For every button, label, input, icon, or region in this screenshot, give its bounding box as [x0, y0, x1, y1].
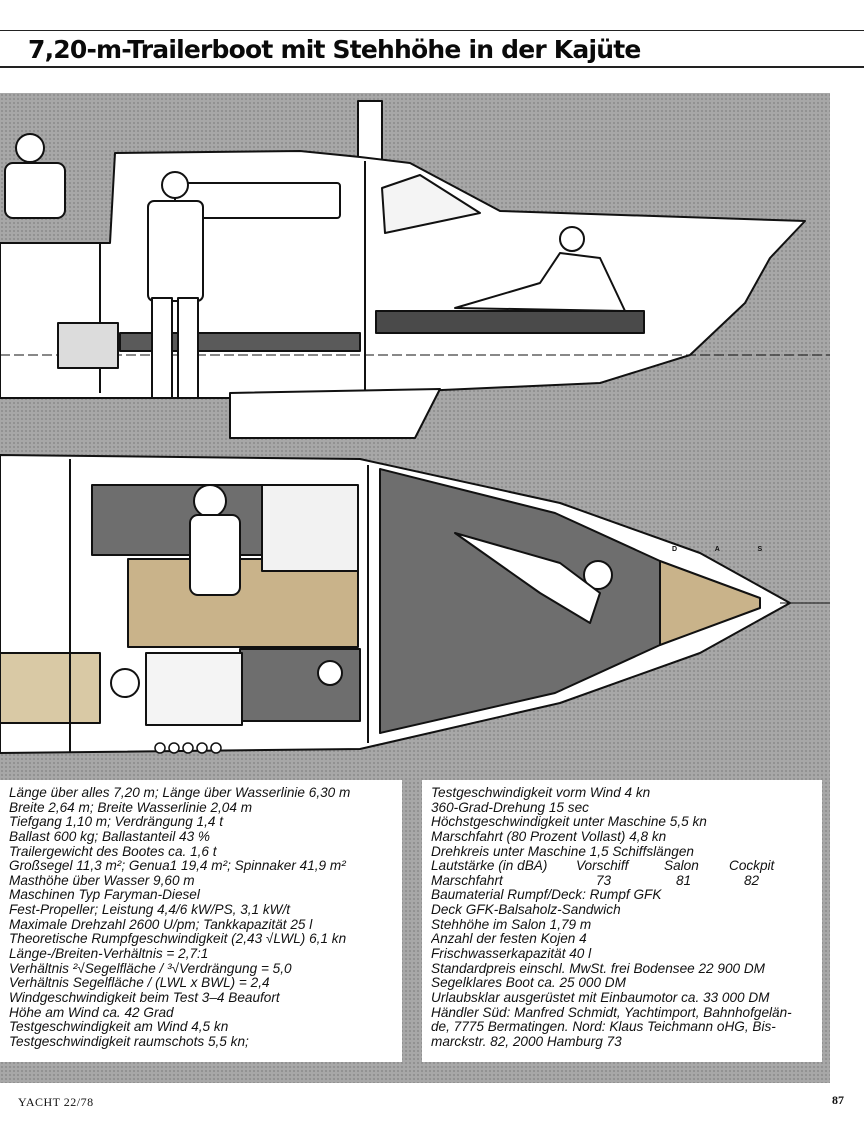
- spec-line: Großsegel 11,3 m²; Genua1 19,4 m²; Spinn…: [9, 859, 346, 874]
- noise-header-label: Lautstärke (in dBA): [431, 858, 548, 874]
- noise-value-salon: 81: [676, 872, 692, 888]
- spec-line: Höhe am Wind ca. 42 Grad: [9, 1005, 174, 1020]
- spec-line: Verhältnis Segelfläche / (LWL x BWL) = 2…: [9, 976, 270, 991]
- spec-line: de, 7775 Bermatingen. Nord: Klaus Teichm…: [431, 1020, 776, 1035]
- spec-line: Ballast 600 kg; Ballastanteil 43 %: [9, 829, 211, 844]
- noise-header-cockpit: Cockpit: [729, 858, 775, 874]
- page-title: 7,20-m-Trailerboot mit Stehhöhe in der K…: [28, 35, 641, 64]
- top-rule: [0, 30, 864, 31]
- spec-line: Baumaterial Rumpf/Deck: Rumpf GFK: [431, 888, 662, 903]
- page-number: 87: [832, 1093, 844, 1107]
- spec-line: Theoretische Rumpfgeschwindigkeit (2,43 …: [9, 932, 347, 947]
- spec-line: Segelklares Boot ca. 25 000 DM: [431, 976, 626, 991]
- spec-line: Masthöhe über Wasser 9,60 m: [9, 873, 195, 888]
- v-berth-cushion: [375, 310, 645, 334]
- spec-line: Stehhöhe im Salon 1,79 m: [431, 917, 592, 932]
- spec-line: Deck GFK-Balsaholz-Sandwich: [431, 903, 621, 918]
- noise-row-label: Marschfahrt: [431, 872, 503, 888]
- spec-line: Windgeschwindigkeit beim Test 3–4 Beaufo…: [9, 990, 280, 1005]
- spec-line: Fest-Propeller; Leistung 4,4/6 kW/PS, 3,…: [9, 903, 291, 918]
- spec-line: Marschfahrt (80 Prozent Vollast) 4,8 kn: [431, 829, 667, 844]
- stove-burners-icon: [154, 742, 222, 754]
- noise-header-vorschiff: Vorschiff: [576, 858, 629, 874]
- spec-line: Urlaubsklar ausgerüstet mit Einbaumotor …: [431, 990, 770, 1005]
- spec-line: Frischwasserkapazität 40 l: [431, 947, 592, 962]
- forepeak-locker: [659, 560, 761, 646]
- artist-signature: D A S: [672, 546, 781, 553]
- engine-icon: [57, 322, 119, 369]
- specs-left-box: Länge über alles 7,20 m; Länge über Wass…: [0, 780, 402, 1062]
- mast-icon: [357, 100, 383, 162]
- noise-value-cockpit: 82: [744, 872, 760, 888]
- spec-line: Länge über alles 7,20 m; Länge über Wass…: [9, 786, 351, 800]
- specs-right-box: Testgeschwindigkeit vorm Wind 4 kn 360-G…: [422, 780, 822, 1062]
- spec-line: 360-Grad-Drehung 15 sec: [431, 800, 589, 815]
- side-elevation: [0, 100, 830, 439]
- magazine-issue: YACHT 22/78: [18, 1095, 94, 1109]
- spec-line: Tiefgang 1,10 m; Verdrängung 1,4 t: [9, 815, 223, 830]
- title-underline: [0, 66, 864, 68]
- spec-line: Anzahl der festen Kojen 4: [431, 932, 587, 947]
- boat-illustration: D A S: [0, 93, 830, 1083]
- spec-line: Breite 2,64 m; Breite Wasserlinie 2,04 m: [9, 800, 253, 815]
- cabin-sole: [127, 558, 359, 648]
- noise-table-row: Marschfahrt 73 81 82: [431, 872, 822, 889]
- spec-line: Testgeschwindigkeit vorm Wind 4 kn: [431, 786, 651, 800]
- forward-hatch: [381, 174, 481, 234]
- spec-line: Testgeschwindigkeit raumschots 5,5 kn;: [9, 1034, 249, 1049]
- boat-drawing-svg: [0, 100, 830, 754]
- v-berth-plan: [379, 468, 661, 734]
- spec-line: Drehkreis unter Maschine 1,5 Schiffsläng…: [431, 844, 694, 859]
- port-settee: [239, 648, 361, 722]
- noise-header-salon: Salon: [664, 858, 699, 874]
- spec-line: Länge-/Breiten-Verhältnis = 2,7:1: [9, 947, 209, 962]
- spec-line: Trailergewicht des Bootes ca. 1,6 t: [9, 844, 217, 859]
- spec-line: marckstr. 82, 2000 Hamburg 73: [431, 1034, 622, 1049]
- deck-plan-figures: [110, 484, 613, 698]
- spec-line: Standardpreis einschl. MwSt. frei Bodens…: [431, 961, 765, 976]
- keel: [229, 388, 441, 439]
- people-figures: [4, 133, 626, 399]
- galley: [145, 652, 243, 726]
- aft-berth: [0, 652, 101, 724]
- spec-line: Maschinen Typ Faryman-Diesel: [9, 888, 200, 903]
- noise-value-vorschiff: 73: [596, 872, 612, 888]
- deck-plan: [0, 454, 830, 754]
- spec-line: Händler Süd: Manfred Schmidt, Yachtimpor…: [431, 1005, 792, 1020]
- spec-line: Testgeschwindigkeit am Wind 4,5 kn: [9, 1020, 229, 1035]
- spec-line: Verhältnis ²√Segelfläche / ³√Verdrängung…: [9, 961, 292, 976]
- spec-line: Höchstgeschwindigkeit unter Maschine 5,5…: [431, 815, 707, 830]
- noise-table-header: Lautstärke (in dBA) Vorschiff Salon Cock…: [431, 859, 822, 874]
- spec-line: Maximale Drehzahl 2600 U/pm; Tankkapazit…: [9, 917, 313, 932]
- table: [261, 484, 359, 572]
